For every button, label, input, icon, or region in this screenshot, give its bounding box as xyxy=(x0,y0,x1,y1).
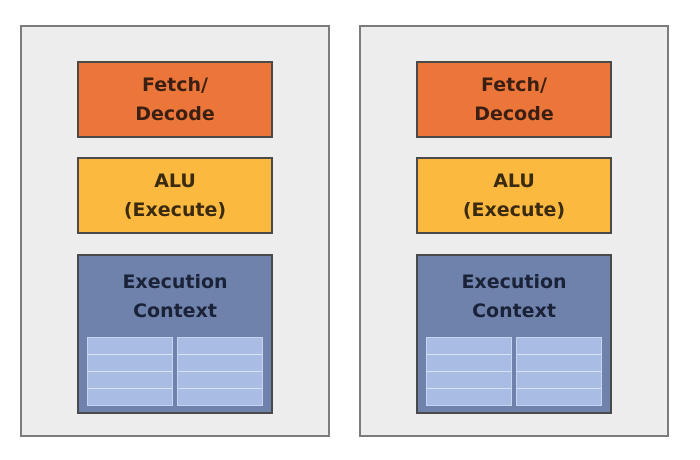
register-cell xyxy=(427,355,511,372)
register-cell xyxy=(88,389,172,405)
alu-label-line1: ALU xyxy=(154,169,196,192)
register-cell xyxy=(517,372,601,389)
register-cell xyxy=(427,372,511,389)
register-cell xyxy=(88,372,172,389)
core-2: Fetch/ Decode ALU (Execute) Execution Co… xyxy=(359,25,669,437)
register-cell xyxy=(517,338,601,355)
fetch-decode-label-line2: Decode xyxy=(135,102,215,125)
alu-block: ALU (Execute) xyxy=(77,157,273,234)
execution-context-label-line2: Context xyxy=(133,300,217,322)
register-cell xyxy=(178,338,262,355)
register-column xyxy=(87,337,173,406)
execution-context-label-line2: Context xyxy=(472,300,556,322)
register-cell xyxy=(517,355,601,372)
execution-context-block: Execution Context xyxy=(77,254,273,414)
execution-context-block: Execution Context xyxy=(416,254,612,414)
register-cell xyxy=(427,338,511,355)
core-1: Fetch/ Decode ALU (Execute) Execution Co… xyxy=(20,25,330,437)
register-cell xyxy=(178,389,262,405)
register-column xyxy=(426,337,512,406)
register-file xyxy=(87,337,263,406)
register-cell xyxy=(178,355,262,372)
register-cell xyxy=(517,389,601,405)
register-cell xyxy=(88,355,172,372)
fetch-decode-label-line2: Decode xyxy=(474,102,554,125)
alu-block: ALU (Execute) xyxy=(416,157,612,234)
register-cell xyxy=(178,372,262,389)
register-column xyxy=(516,337,602,406)
register-cell xyxy=(427,389,511,405)
register-column xyxy=(177,337,263,406)
register-cell xyxy=(88,338,172,355)
execution-context-label-line1: Execution xyxy=(461,271,567,293)
register-file xyxy=(426,337,602,406)
fetch-decode-block: Fetch/ Decode xyxy=(77,61,273,138)
alu-label-line2: (Execute) xyxy=(123,198,227,221)
alu-label-line1: ALU xyxy=(493,169,535,192)
alu-label-line2: (Execute) xyxy=(462,198,566,221)
fetch-decode-label-line1: Fetch/ xyxy=(142,73,208,96)
execution-context-label-line1: Execution xyxy=(122,271,228,293)
fetch-decode-block: Fetch/ Decode xyxy=(416,61,612,138)
fetch-decode-label-line1: Fetch/ xyxy=(481,73,547,96)
